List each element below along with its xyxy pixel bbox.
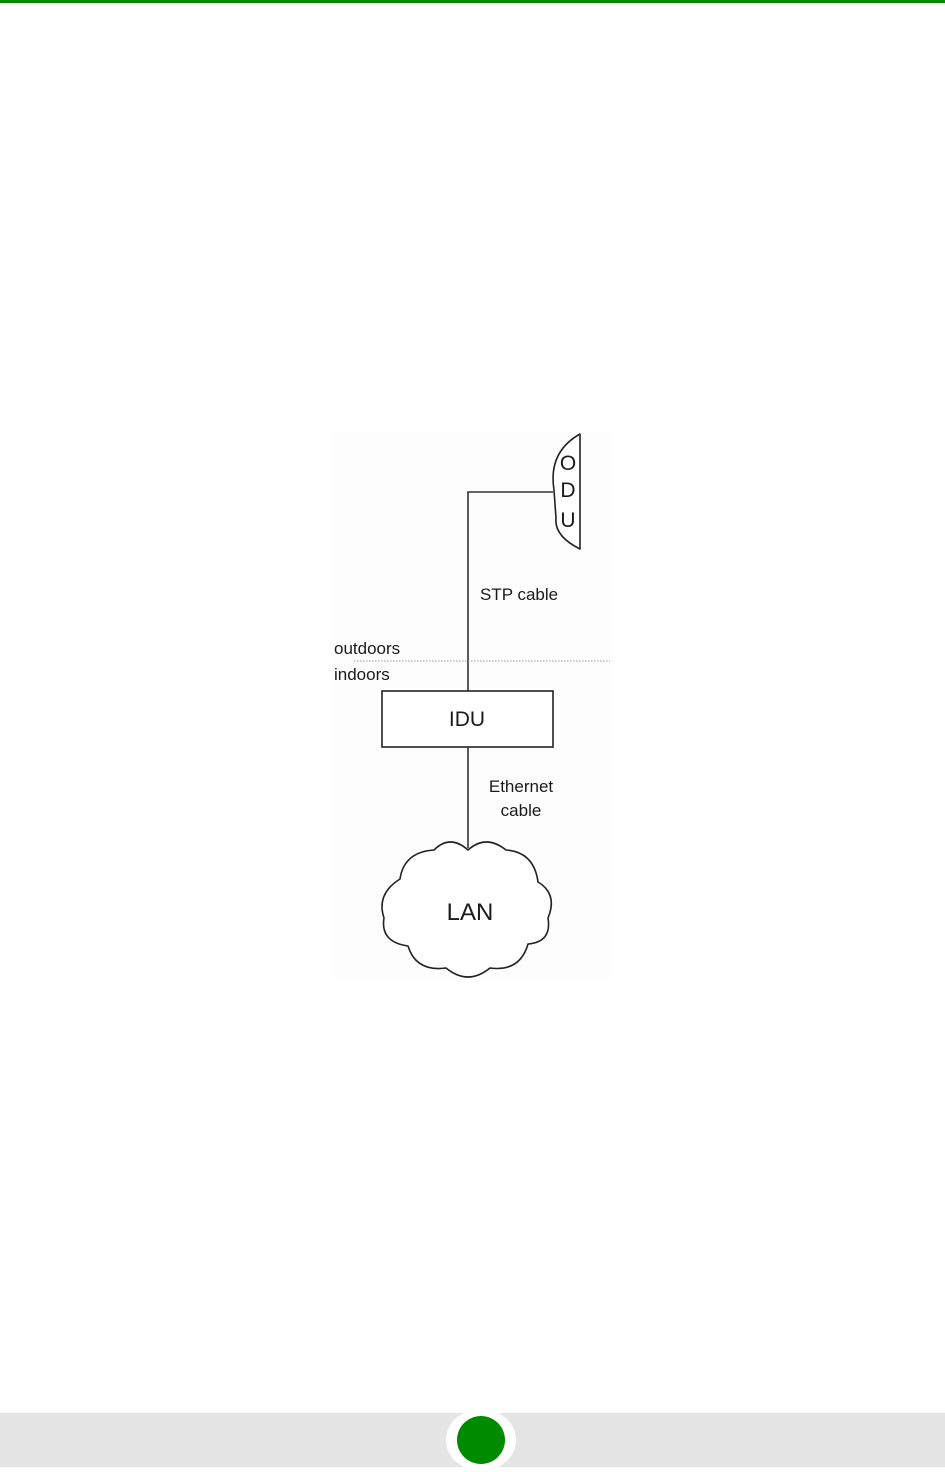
idu-label: IDU [449,708,485,731]
odu-label-o: O [560,452,576,475]
outdoors-label: outdoors [334,639,400,658]
footer-dot-icon [457,1416,505,1464]
header-rule [0,0,945,3]
odu-label-d: D [560,479,575,502]
ethernet-cable-label-line2: cable [501,801,542,820]
lan-label: LAN [447,899,494,926]
indoors-label: indoors [334,665,390,684]
odu-label-u: U [560,509,575,532]
ethernet-cable-label-line1: Ethernet [489,777,554,796]
installation-diagram: O D U STP cable outdoors indoors IDU Eth… [334,432,612,978]
stp-cable-label: STP cable [480,585,558,604]
